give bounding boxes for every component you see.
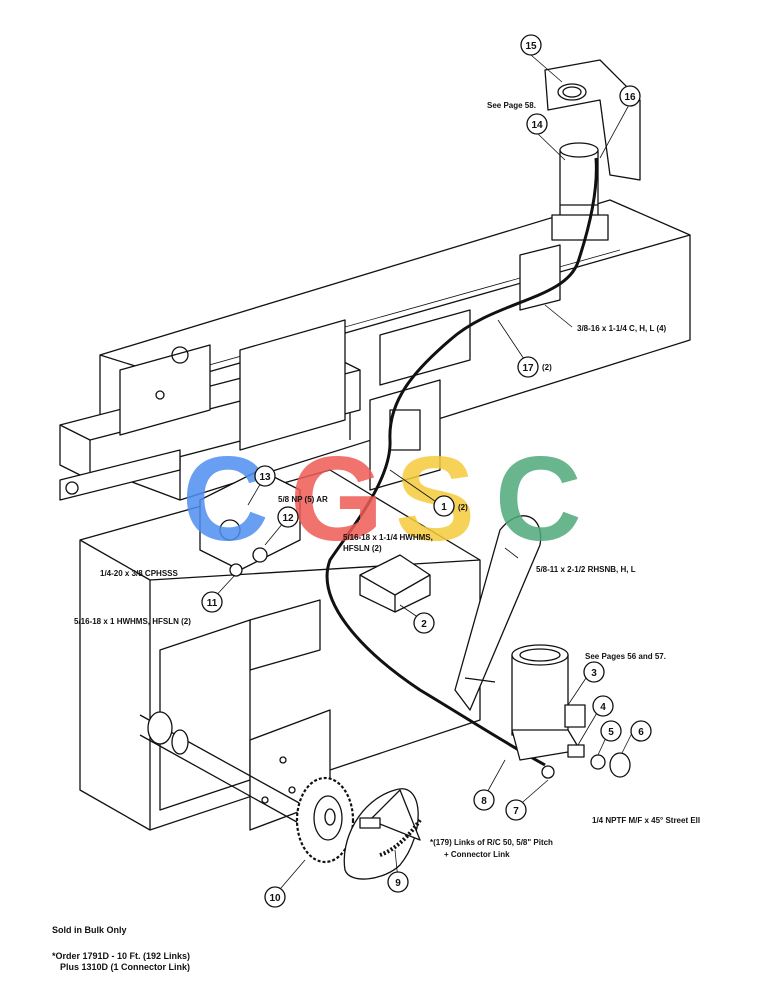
watermark-letter-c1: C: [182, 432, 269, 566]
callout-4-number: 4: [600, 702, 606, 713]
gearbox-assembly: [199, 469, 301, 577]
chain-guard: [454, 515, 542, 711]
callout-11-number: 11: [207, 598, 218, 609]
callout-3-number: 3: [591, 668, 597, 679]
see-pages-56-57-label: See Pages 56 and 57.: [585, 652, 666, 661]
callout-15: 15: [520, 34, 542, 56]
annotations: See Page 58. 3/8-16 x 1-1/4 C, H, L (4) …: [74, 101, 700, 859]
nut-5-8-label: 5/8 NP (5) AR: [278, 495, 328, 504]
watermark-letter-s: S: [395, 432, 475, 566]
callout-7: 7: [505, 799, 527, 821]
bracket-part-2: [359, 554, 431, 613]
bolt-3-8-label: 3/8-16 x 1-1/4 C, H, L (4): [577, 324, 667, 333]
callout-1-number: 1: [441, 502, 447, 513]
drive-shaft: [139, 711, 331, 837]
callout-11: 11: [201, 591, 223, 613]
callout-9: 9: [387, 871, 409, 893]
callout-13-number: 13: [259, 472, 271, 483]
callout-1-suffix: (2): [458, 503, 468, 512]
callout-9-number: 9: [395, 878, 401, 889]
hfsln-label-a: HFSLN (2): [343, 544, 382, 553]
callout-12-number: 12: [282, 513, 294, 524]
roller-chain: [379, 818, 422, 857]
callout-16-number: 16: [624, 92, 636, 103]
callout-12: 12: [277, 506, 299, 528]
street-ell-label: 1/4 NPTF M/F x 45° Street Ell: [592, 816, 700, 825]
callout-5-number: 5: [608, 727, 614, 738]
bolt-part-9: [359, 817, 381, 829]
watermark: C G S C: [182, 432, 582, 566]
see-page-58-label: See Page 58.: [487, 101, 536, 110]
callout-8: 8: [473, 789, 495, 811]
callout-7-number: 7: [513, 806, 519, 817]
post-part-14: [551, 142, 609, 241]
callout-1: 1 (2): [433, 495, 468, 517]
watermark-letter-g: G: [290, 432, 383, 566]
callout-17: 17 (2): [517, 356, 552, 378]
hydraulic-hose: [325, 157, 598, 767]
fittings: [541, 744, 631, 779]
filter-housing-part-3: [511, 644, 586, 761]
callout-6: 6: [630, 720, 652, 742]
links-label-line1: *(179) Links of R/C 50, 5/8" Pitch: [430, 838, 553, 847]
callout-13: 13: [254, 465, 276, 487]
callout-10: 10: [264, 886, 286, 908]
front-cross-frame: [59, 319, 441, 501]
links-label-line2: + Connector Link: [444, 850, 510, 859]
rhsnb-label: 5/8-11 x 2-1/2 RHSNB, H, L: [536, 565, 636, 574]
order-note-line2: Plus 1310D (1 Connector Link): [60, 962, 191, 972]
callout-5: 5: [600, 720, 622, 742]
callout-14-number: 14: [531, 120, 543, 131]
callout-17-suffix: (2): [542, 363, 552, 372]
callout-17-number: 17: [522, 363, 534, 374]
hwhms-5-16-label-a: 5/16-18 x 1-1/4 HWHMS,: [343, 533, 433, 542]
callout-6-number: 6: [638, 727, 644, 738]
bracket-part-15: [544, 59, 641, 181]
cphsss-label: 1/4-20 x 3/8 CPHSSS: [100, 569, 178, 578]
callout-2: 2: [413, 612, 435, 634]
callout-4: 4: [592, 695, 614, 717]
order-note-line1: *Order 1791D - 10 Ft. (192 Links): [52, 951, 191, 961]
callout-14: 14: [526, 113, 548, 135]
callout-16: 16: [619, 85, 641, 107]
watermark-letter-c2: C: [495, 432, 582, 566]
hwhms-5-16-label-b: 5/16-18 x 1 HWHMS, HFSLN (2): [74, 617, 191, 626]
callout-15-number: 15: [525, 41, 537, 52]
callout-10-number: 10: [269, 893, 281, 904]
disc-part-9: [343, 788, 421, 880]
callout-2-number: 2: [421, 619, 427, 630]
sprocket-part-10: [295, 776, 355, 864]
callouts: 15 16 14 17 (2) 13 12 11 1 (2) 2 3 4 5 6 7…: [201, 34, 652, 908]
callout-3: 3: [583, 661, 605, 683]
callout-8-number: 8: [481, 796, 487, 807]
sold-in-bulk-note: Sold in Bulk Only: [52, 925, 127, 935]
